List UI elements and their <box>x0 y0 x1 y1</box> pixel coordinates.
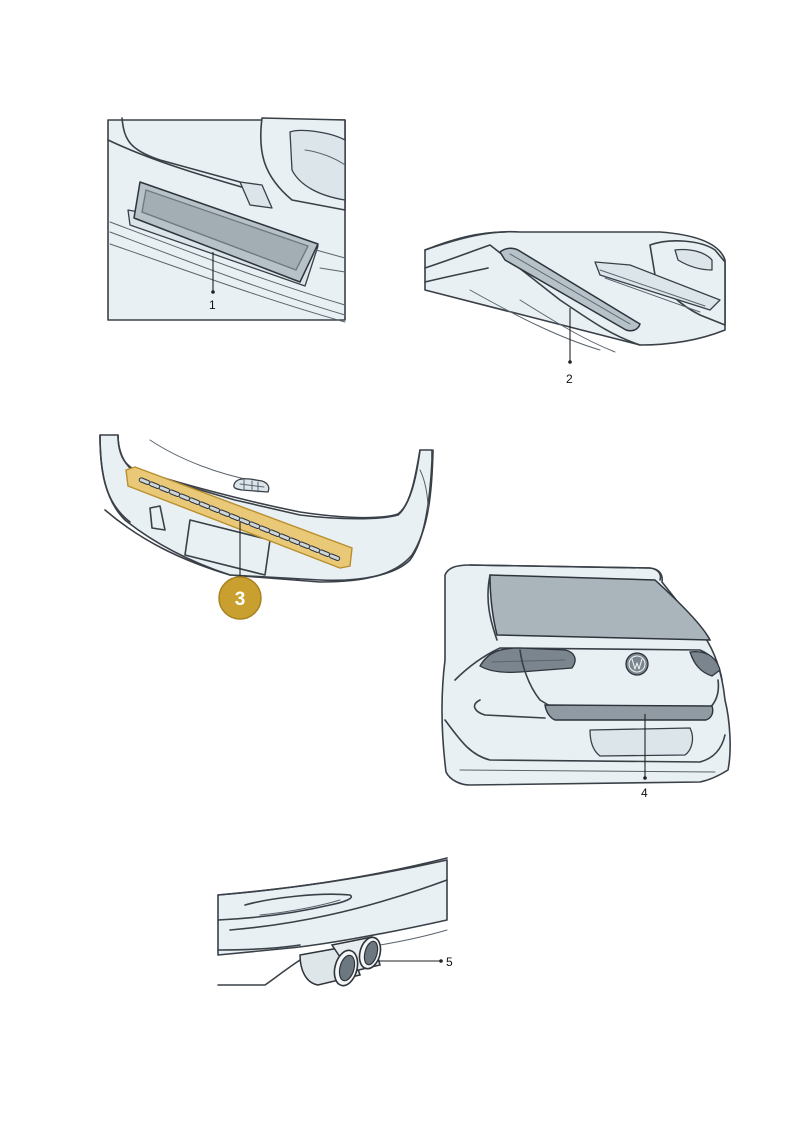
callout-2[interactable]: 2 <box>566 372 573 386</box>
callout-3-badge[interactable]: 3 <box>218 576 262 620</box>
tailgate-trim-strip-part-4[interactable] <box>544 704 714 721</box>
callout-4[interactable]: 4 <box>641 786 648 800</box>
illustration-loading-sill: 3 <box>99 434 434 620</box>
tailpipe-trim-part-5[interactable] <box>299 935 384 988</box>
callout-3[interactable]: 3 <box>235 589 246 610</box>
callout-5[interactable]: 5 <box>446 955 453 969</box>
illustration-vehicle-rear: 4 <box>441 564 731 800</box>
illustration-door-sill-front: 1 <box>107 117 346 323</box>
illustration-exhaust-tailpipes: 5 <box>217 857 453 988</box>
loading-sill-ribs <box>138 477 341 561</box>
left-tail-lamp <box>479 647 576 673</box>
illustration-door-sill-rear: 2 <box>424 230 726 386</box>
callout-1[interactable]: 1 <box>209 298 216 312</box>
right-tail-lamp <box>689 650 721 677</box>
vw-logo-icon <box>625 652 649 676</box>
